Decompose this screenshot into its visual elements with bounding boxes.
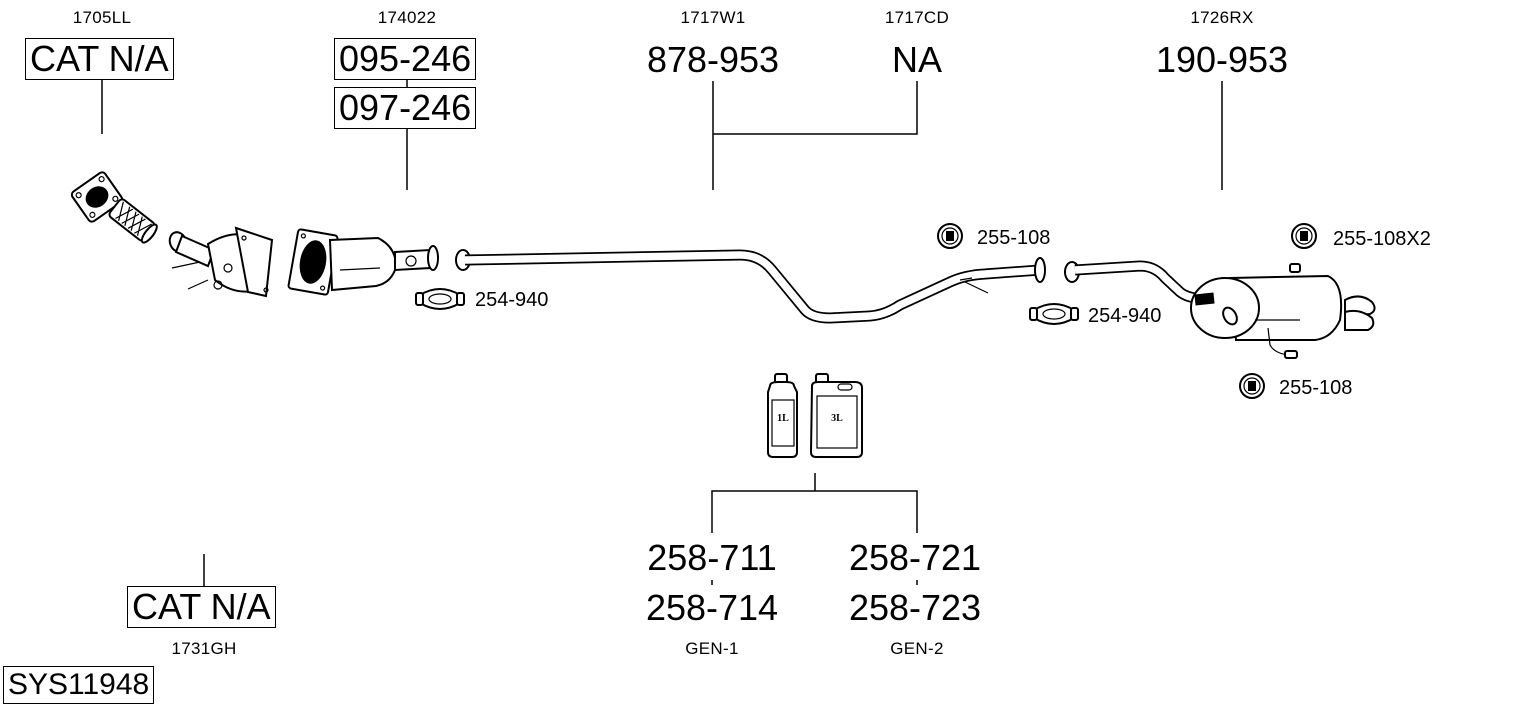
- rubber-mount-icon-center: [937, 223, 963, 249]
- flex-downpipe-part[interactable]: [70, 171, 159, 245]
- part-number-258-721[interactable]: 258-721: [848, 537, 982, 578]
- mount-label-rear-bottom[interactable]: 255-108: [1279, 377, 1353, 399]
- ref-label-1717W1: 1717W1: [680, 8, 746, 27]
- bottle-3l-icon: [809, 373, 863, 458]
- center-pipe-part[interactable]: [455, 249, 1046, 324]
- bottle-1l-icon: [767, 373, 798, 458]
- leader-line-fluids-branch: [711, 490, 918, 533]
- part-box-cat-na-bottom[interactable]: CAT N/A: [127, 586, 276, 628]
- bottle-3l-label: 3L: [831, 413, 843, 424]
- bottle-1l-label: 1L: [777, 413, 789, 424]
- part-box-cat-na-top[interactable]: CAT N/A: [25, 38, 174, 80]
- ref-label-174022: 174022: [377, 8, 437, 27]
- leader-line-1717-branch: [713, 81, 918, 135]
- gen1-label: GEN-1: [685, 639, 739, 658]
- ref-label-1717CD: 1717CD: [884, 8, 950, 27]
- front-catalyst-part[interactable]: [167, 226, 274, 298]
- clamp-icon-right: [1029, 303, 1079, 325]
- rubber-mount-icon-rear-bottom: [1239, 373, 1265, 399]
- ref-label-1705LL: 1705LL: [72, 8, 132, 27]
- part-number-190-953[interactable]: 190-953: [1155, 39, 1289, 80]
- part-number-na[interactable]: NA: [891, 39, 942, 80]
- mount-label-center[interactable]: 255-108: [977, 227, 1051, 249]
- gen2-label: GEN-2: [890, 639, 944, 658]
- rear-silencer-part[interactable]: [1064, 260, 1376, 359]
- clamp-label-left[interactable]: 254-940: [475, 289, 549, 311]
- mount-label-rear-top[interactable]: 255-108X2: [1333, 228, 1431, 250]
- part-number-258-723[interactable]: 258-723: [848, 587, 982, 628]
- part-number-258-714[interactable]: 258-714: [645, 587, 779, 628]
- clamp-icon-left: [415, 288, 465, 310]
- part-box-097-246[interactable]: 097-246: [334, 87, 477, 129]
- ref-label-1731GH: 1731GH: [171, 639, 237, 658]
- ref-label-1726RX: 1726RX: [1190, 8, 1254, 27]
- part-number-258-711[interactable]: 258-711: [647, 537, 777, 578]
- system-code-box: SYS11948: [3, 666, 155, 704]
- catalyst-part[interactable]: [287, 228, 439, 296]
- clamp-label-right[interactable]: 254-940: [1088, 305, 1162, 327]
- rubber-mount-icon-rear-top: [1291, 223, 1317, 249]
- part-number-878-953[interactable]: 878-953: [646, 39, 780, 80]
- part-box-095-246[interactable]: 095-246: [334, 38, 477, 80]
